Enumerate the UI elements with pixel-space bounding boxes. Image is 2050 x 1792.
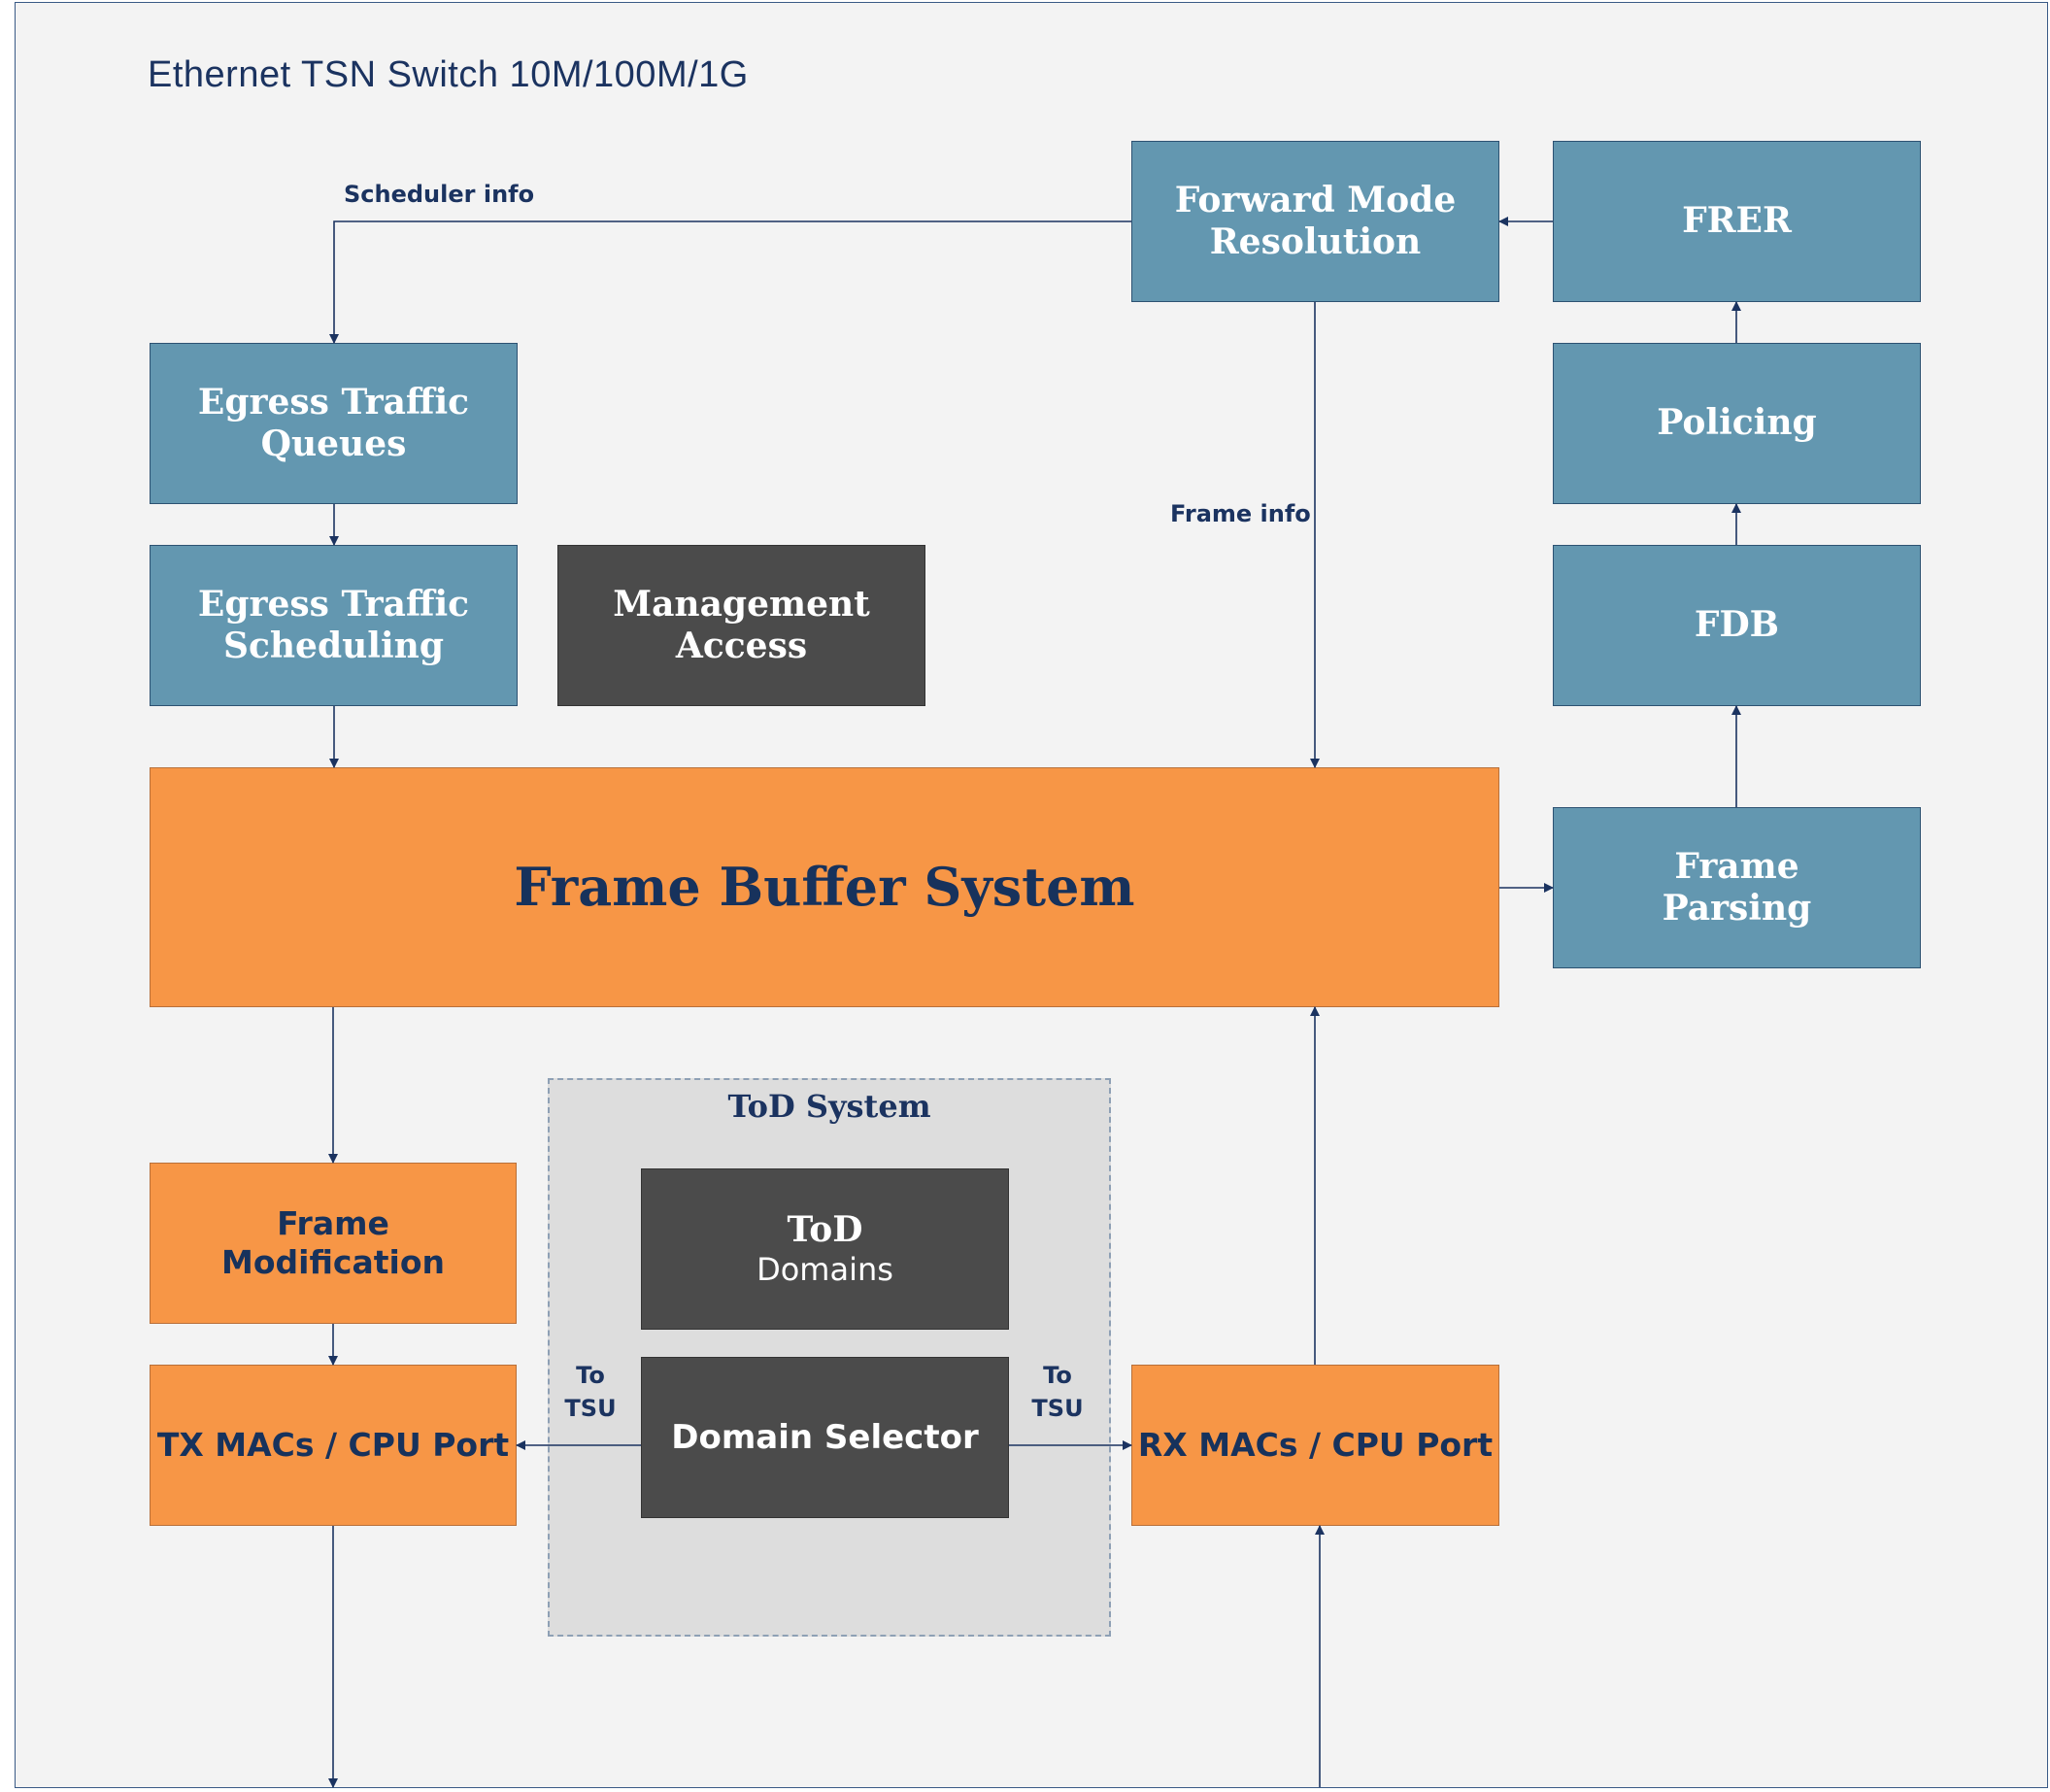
to-tsu-right-line1: To	[1043, 1362, 1072, 1389]
to-tsu-left-line1: To	[576, 1362, 605, 1389]
scheduler-info-label: Scheduler info	[344, 181, 535, 208]
egress-traffic-queues-line1: Egress Traffic	[197, 381, 470, 423]
forward-mode-resolution-line2: Resolution	[1209, 221, 1422, 262]
domain-selector-label: Domain Selector	[671, 1417, 979, 1457]
frame-modification-line1: Frame	[277, 1204, 389, 1243]
policing-block: Policing	[1553, 343, 1921, 504]
tx-macs-label: TX MACs / CPU Port	[156, 1426, 510, 1465]
scheduler-info-arrow	[329, 220, 1131, 344]
to-tsu-left-line2: TSU	[564, 1394, 617, 1422]
domain-selector-block: Domain Selector	[641, 1357, 1009, 1518]
frame-parsing-line1: Frame	[1674, 845, 1799, 887]
management-access-line2: Access	[675, 626, 808, 666]
tod-domains-line2: Domains	[756, 1251, 893, 1289]
to-tsu-right-label: To TSU	[1028, 1360, 1087, 1425]
egress-traffic-queues-block: Egress Traffic Queues	[150, 343, 518, 504]
management-access-block: Management Access	[557, 545, 925, 706]
egress-traffic-scheduling-line1: Egress Traffic	[197, 583, 470, 625]
frer-label: FRER	[1682, 200, 1792, 242]
frame-info-label: Frame info	[1170, 500, 1311, 527]
to-tsu-left-label: To TSU	[561, 1360, 620, 1425]
frame-parsing-block: Frame Parsing	[1553, 807, 1921, 968]
frame-buffer-system-label: Frame Buffer System	[514, 856, 1135, 919]
frame-buffer-system-block: Frame Buffer System	[150, 767, 1499, 1007]
to-tsu-right-line2: TSU	[1031, 1394, 1084, 1422]
fdb-block: FDB	[1553, 545, 1921, 706]
egress-traffic-scheduling-line2: Scheduling	[222, 626, 445, 666]
tod-domains-block: ToD Domains	[641, 1168, 1009, 1330]
rx-macs-label: RX MACs / CPU Port	[1137, 1426, 1494, 1465]
forward-mode-resolution-block: Forward Mode Resolution	[1131, 141, 1499, 302]
tod-domains-line1: ToD	[787, 1209, 863, 1251]
fdb-label: FDB	[1694, 604, 1780, 646]
tx-macs-block: TX MACs / CPU Port	[150, 1365, 517, 1526]
rx-macs-block: RX MACs / CPU Port	[1131, 1365, 1499, 1526]
egress-traffic-scheduling-block: Egress Traffic Scheduling	[150, 545, 518, 706]
frame-modification-line2: Modification	[221, 1243, 445, 1281]
frame-parsing-line2: Parsing	[1662, 888, 1812, 929]
forward-mode-resolution-line1: Forward Mode	[1174, 179, 1457, 220]
tod-system-title: ToD System	[727, 1088, 931, 1125]
management-access-line1: Management	[613, 583, 870, 625]
policing-label: Policing	[1657, 402, 1817, 444]
egress-traffic-queues-line2: Queues	[260, 423, 407, 464]
diagram-title: Ethernet TSN Switch 10M/100M/1G	[148, 54, 749, 95]
frame-modification-block: Frame Modification	[150, 1163, 517, 1324]
